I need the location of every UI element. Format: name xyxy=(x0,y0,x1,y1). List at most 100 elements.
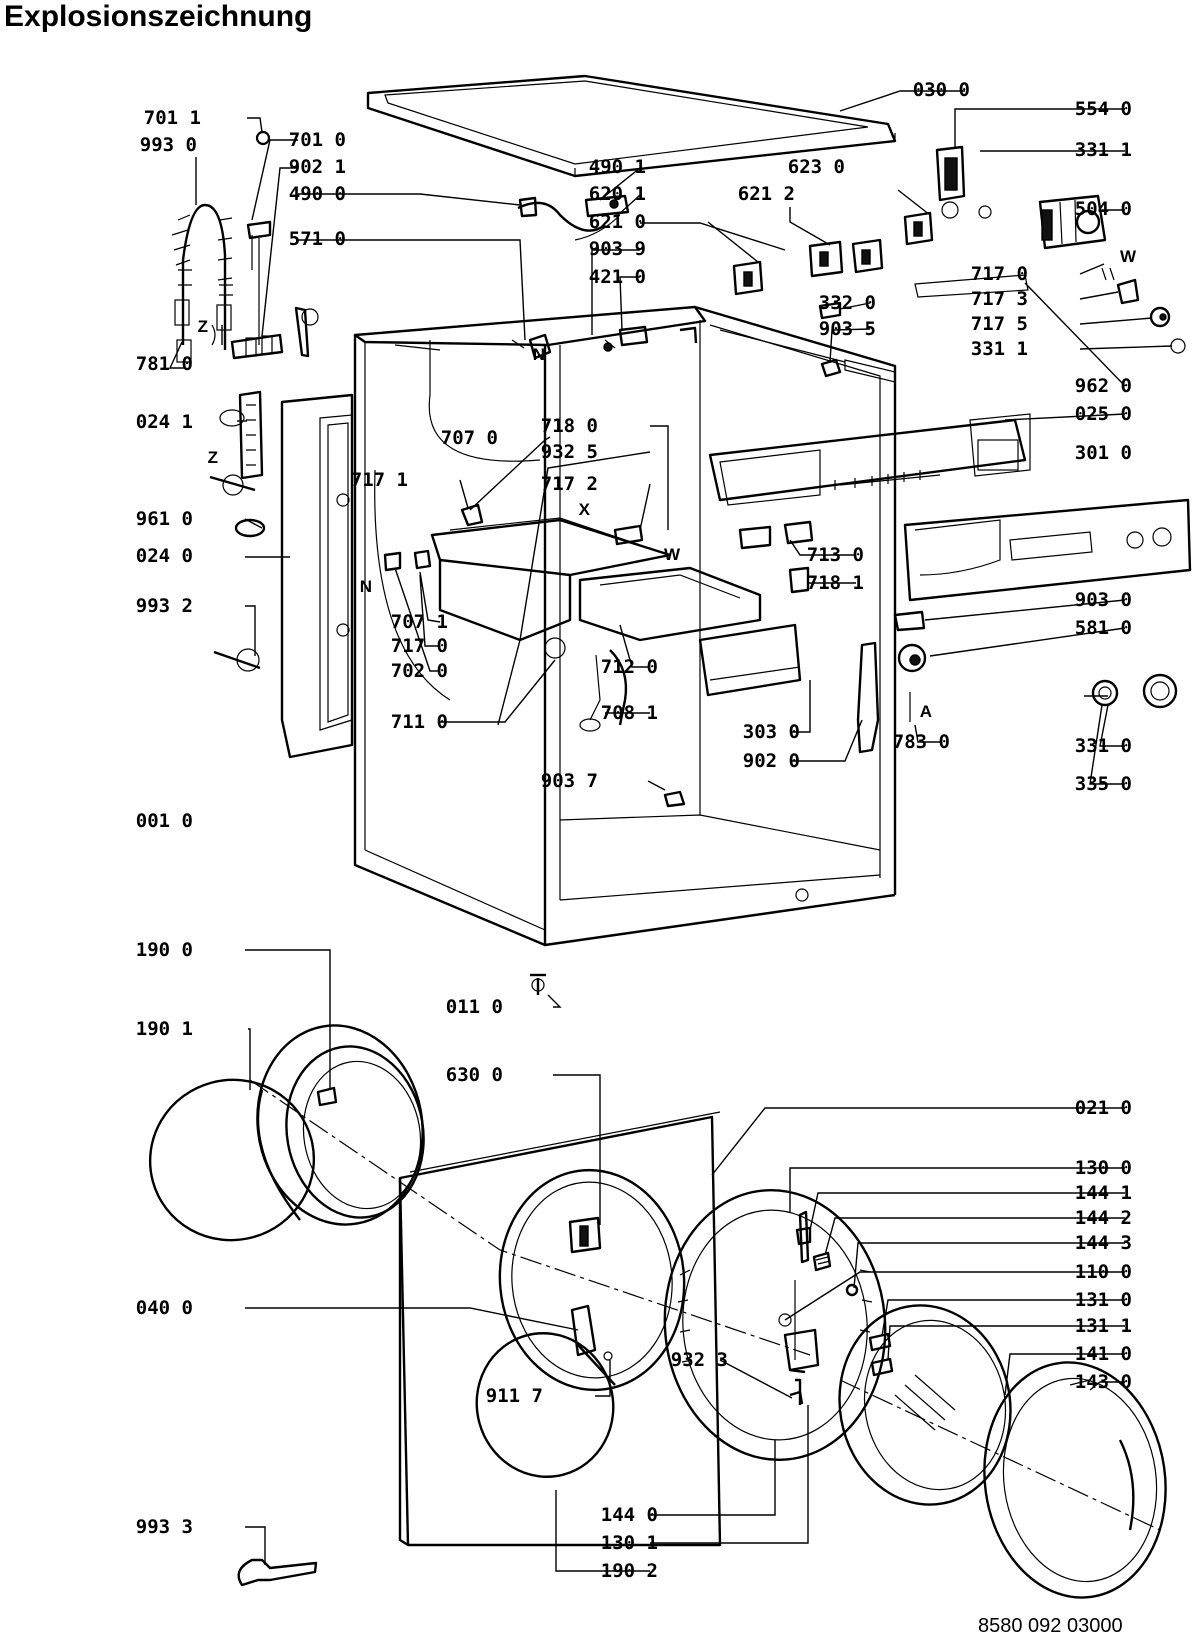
part-label-7081: 708 1 xyxy=(601,702,658,724)
pressure-switch-and-bracket xyxy=(856,610,927,754)
part-label-1410: 141 0 xyxy=(1075,1343,1132,1365)
document-number: 8580 092 03000 xyxy=(978,1615,1123,1637)
part-label-0210: 021 0 xyxy=(1075,1097,1132,1119)
door-frame-outer-130 xyxy=(663,1188,887,1462)
knobs-331-335 xyxy=(1091,673,1178,709)
programmer-timer-504 xyxy=(1038,194,1107,250)
part-label-9117: 911 7 xyxy=(486,1385,543,1407)
part-label-7130: 713 0 xyxy=(807,544,864,566)
part-label-1443: 144 3 xyxy=(1075,1232,1132,1254)
part-label-9932: 993 2 xyxy=(136,595,193,617)
assembly-axis-lines xyxy=(249,1079,1161,1531)
part-label-9325: 932 5 xyxy=(541,441,598,463)
part-label-7830: 783 0 xyxy=(893,731,950,753)
knob-washers-717 xyxy=(1101,267,1186,354)
part-label-9933: 993 3 xyxy=(136,1516,193,1538)
top-lid xyxy=(366,74,897,178)
marker-W1: W xyxy=(1120,247,1137,266)
part-label-5040: 504 0 xyxy=(1075,198,1132,220)
part-label-7110: 711 0 xyxy=(391,711,448,733)
panel-clips xyxy=(738,520,814,594)
part-label-0300: 030 0 xyxy=(913,79,970,101)
part-label-9930: 993 0 xyxy=(140,134,197,156)
detergent-dispenser xyxy=(383,503,802,732)
marker-N2: N xyxy=(360,577,372,596)
door-seal-bellows xyxy=(256,1024,425,1226)
part-label-6212: 621 2 xyxy=(738,183,795,205)
part-label-7120: 712 0 xyxy=(601,656,658,678)
part-label-6201: 620 1 xyxy=(589,183,646,205)
marker-Z2: Z xyxy=(208,448,218,467)
part-label-9021: 902 1 xyxy=(289,156,346,178)
part-label-1100: 110 0 xyxy=(1075,1261,1132,1283)
part-label-4901: 490 1 xyxy=(589,156,646,178)
part-label-0010: 001 0 xyxy=(136,810,193,832)
mains-cable-and-filter xyxy=(517,194,630,241)
marker-X1: X xyxy=(579,500,591,519)
part-label-7810: 781 0 xyxy=(136,353,193,375)
part-label-6210: 621 0 xyxy=(589,211,646,233)
inlet-hose-assembly xyxy=(171,203,233,363)
marker-N1: N xyxy=(533,345,545,364)
part-label-3310c: 331 0 xyxy=(1075,735,1132,757)
door-trim-143 xyxy=(983,1361,1167,1599)
part-label-1440: 144 0 xyxy=(601,1504,658,1526)
part-label-3350: 335 0 xyxy=(1075,773,1132,795)
part-label-0110: 011 0 xyxy=(446,996,503,1018)
part-label-1900: 190 0 xyxy=(136,939,193,961)
part-label-7173: 717 3 xyxy=(971,288,1028,310)
part-label-1902: 190 2 xyxy=(601,1560,658,1582)
part-label-1301: 130 1 xyxy=(601,1532,658,1554)
front-panel-021 xyxy=(398,1111,722,1547)
control-panel-fascia-301 xyxy=(903,498,1192,602)
part-label-1441: 144 1 xyxy=(1075,1182,1132,1204)
part-label-1300: 130 0 xyxy=(1075,1157,1132,1179)
hinge-and-small-screws xyxy=(789,1226,894,1405)
part-label-9323: 932 3 xyxy=(671,1349,728,1371)
part-label-1311: 131 1 xyxy=(1075,1315,1132,1337)
marker-Z1: Z xyxy=(198,317,208,336)
door-switch-554 xyxy=(935,145,992,219)
lower-left-small-parts xyxy=(209,390,266,672)
part-label-3320: 332 0 xyxy=(819,292,876,314)
part-label-7170a: 717 0 xyxy=(971,263,1028,285)
part-label-7175: 717 5 xyxy=(971,313,1028,335)
part-label-4900: 490 0 xyxy=(289,183,346,205)
part-label-9020: 902 0 xyxy=(743,750,800,772)
part-label-0250: 025 0 xyxy=(1075,403,1132,425)
control-panel-frame xyxy=(708,274,1031,506)
part-label-3311a: 331 1 xyxy=(1075,139,1132,161)
part-label-1442: 144 2 xyxy=(1075,1207,1132,1229)
part-label-7181: 718 1 xyxy=(807,572,864,594)
part-label-1310: 131 0 xyxy=(1075,1289,1132,1311)
door-glass-bowl-141 xyxy=(838,1304,1012,1506)
part-label-9030: 903 0 xyxy=(1075,589,1132,611)
leader-lines xyxy=(168,90,1173,1572)
part-label-0240: 024 0 xyxy=(136,545,193,567)
spanner-tool-993-3 xyxy=(237,1558,318,1587)
part-label-9620: 962 0 xyxy=(1075,375,1132,397)
part-label-5710: 571 0 xyxy=(289,228,346,250)
side-panel xyxy=(280,393,354,759)
part-label-3311b: 331 1 xyxy=(971,338,1028,360)
part-label-7011a: 701 1 xyxy=(144,107,201,129)
part-label-7070: 707 0 xyxy=(441,427,498,449)
part-label-4210: 421 0 xyxy=(589,266,646,288)
marker-W2: W xyxy=(664,545,681,564)
screw-parts-lower xyxy=(530,790,686,995)
part-label-9039: 903 9 xyxy=(589,238,646,260)
part-label-9035: 903 5 xyxy=(819,318,876,340)
page-title: Explosionszeichnung xyxy=(4,0,313,33)
part-label-5540: 554 0 xyxy=(1075,98,1132,120)
part-label-7170b: 717 0 xyxy=(391,635,448,657)
part-label-5810: 581 0 xyxy=(1075,617,1132,639)
part-label-7020: 702 0 xyxy=(391,660,448,682)
part-label-1901: 190 1 xyxy=(136,1018,193,1040)
part-label-7171: 717 1 xyxy=(351,469,408,491)
part-label-6230: 623 0 xyxy=(788,156,845,178)
part-label-3010: 301 0 xyxy=(1075,442,1132,464)
door-seal-ring-front xyxy=(148,1078,316,1242)
